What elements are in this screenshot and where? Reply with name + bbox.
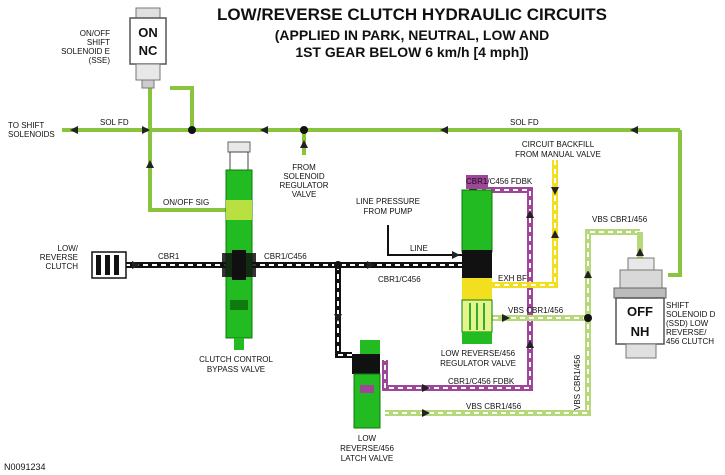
low-reverse-456-latch-valve (352, 340, 381, 429)
low-reverse-clutch-label-3: CLUTCH (46, 262, 79, 271)
to-shift-label-1: TO SHIFT (8, 121, 44, 130)
from-regulator-label-2: SOLENOID (283, 172, 325, 181)
vbs-cbr1-456-circuit (385, 229, 644, 417)
clutch-control-label-1: CLUTCH CONTROL (199, 355, 273, 364)
diagram-title: LOW/REVERSE CLUTCH HYDRAULIC CIRCUITS (A… (217, 5, 607, 60)
on-off-sig-label: ON/OFF SIG (163, 198, 209, 207)
solenoid-e-label-3: SOLENOID E (61, 47, 110, 56)
solenoid-e-state-bottom: NC (139, 43, 158, 58)
circuit-backfill-label-1: CIRCUIT BACKFILL (522, 140, 595, 149)
latch-valve-label-2: REVERSE/456 (340, 444, 394, 453)
solenoid-d-label: SHIFT SOLENOID D (SSD) LOW REVERSE/ 456 … (666, 301, 716, 346)
from-regulator-label-3: REGULATOR (279, 181, 328, 190)
circuit-backfill (490, 160, 559, 288)
solenoid-d-label-5: 456 CLUTCH (666, 337, 714, 346)
line-pressure-label-1: LINE PRESSURE (356, 197, 420, 206)
cbr1-c456-fdbk-label-top: CBR1/C456 FDBK (466, 177, 533, 186)
solenoid-e-label: ON/OFF SHIFT SOLENOID E (SSE) (61, 29, 110, 65)
from-regulator-label-4: VALVE (292, 190, 317, 199)
clutch-control-label-2: BYPASS VALVE (207, 365, 265, 374)
solenoid-d-label-3: (SSD) LOW (666, 319, 709, 328)
solenoid-d-state-top: OFF (627, 304, 653, 319)
line-label: LINE (410, 244, 428, 253)
vbs-label-bottom: VBS CBR1/456 (466, 402, 522, 411)
vbs-label-top: VBS CBR1/456 (592, 215, 648, 224)
solenoid-e-label-4: (SSE) (89, 56, 111, 65)
solenoid-e-label-2: SHIFT (87, 38, 110, 47)
solenoid-d-state-bottom: NH (631, 324, 650, 339)
sol-fd-junctions (188, 126, 308, 134)
shift-solenoid-e: ON NC (129, 7, 167, 89)
sol-fd-label-left: SOL FD (100, 118, 129, 127)
cbr1-label: CBR1 (158, 252, 180, 261)
from-regulator-label-1: FROM (292, 163, 316, 172)
solenoid-d-label-1: SHIFT (666, 301, 689, 310)
circuit-backfill-label-2: FROM MANUAL VALVE (515, 150, 601, 159)
solenoid-e-label-1: ON/OFF (80, 29, 110, 38)
cbr1-c456-circuit (125, 261, 470, 358)
cbr1-c456-label-2: CBR1/C456 (378, 275, 421, 284)
circuit-labels: TO SHIFT SOLENOIDS SOL FD SOL FD FROM SO… (4, 118, 648, 472)
low-reverse-clutch (91, 251, 127, 279)
vbs-label-mid: VBS CBR1/456 (508, 306, 564, 315)
line-pressure-circuit (387, 225, 466, 256)
low-reverse-clutch-label-2: REVERSE (40, 253, 78, 262)
vbs-label-vertical: VBS CBR1/456 (573, 354, 582, 410)
sol-fd-arrows (70, 126, 638, 168)
figure-id: N0091234 (4, 462, 46, 472)
title-line-2: (APPLIED IN PARK, NEUTRAL, LOW AND (275, 27, 550, 43)
shift-solenoid-d: OFF NH (613, 257, 667, 359)
low-reverse-clutch-label-1: LOW/ (58, 244, 79, 253)
clutch-control-bypass-valve (222, 141, 256, 350)
solenoid-e-state-top: ON (138, 25, 158, 40)
solenoid-d-label-2: SOLENOID D (666, 310, 716, 319)
regulator-valve-label-1: LOW REVERSE/456 (441, 349, 516, 358)
latch-valve-label-3: LATCH VALVE (341, 454, 393, 463)
sol-fd-label-right: SOL FD (510, 118, 539, 127)
cbr1-c456-label-1: CBR1/C456 (264, 252, 307, 261)
latch-valve-label-1: LOW (358, 434, 377, 443)
line-pressure-label-2: FROM PUMP (364, 207, 413, 216)
exh-bf-label: EXH BF (498, 274, 527, 283)
low-reverse-456-regulator-valve (461, 175, 493, 344)
title-line-3: 1ST GEAR BELOW 6 km/h [4 mph]) (295, 44, 528, 60)
regulator-valve-label-2: REGULATOR VALVE (440, 359, 516, 368)
to-shift-label-2: SOLENOIDS (8, 130, 55, 139)
title-line-1: LOW/REVERSE CLUTCH HYDRAULIC CIRCUITS (217, 5, 607, 24)
solenoid-d-label-4: REVERSE/ (666, 328, 707, 337)
cbr1-c456-fdbk-label-bottom: CBR1/C456 FDBK (448, 377, 515, 386)
